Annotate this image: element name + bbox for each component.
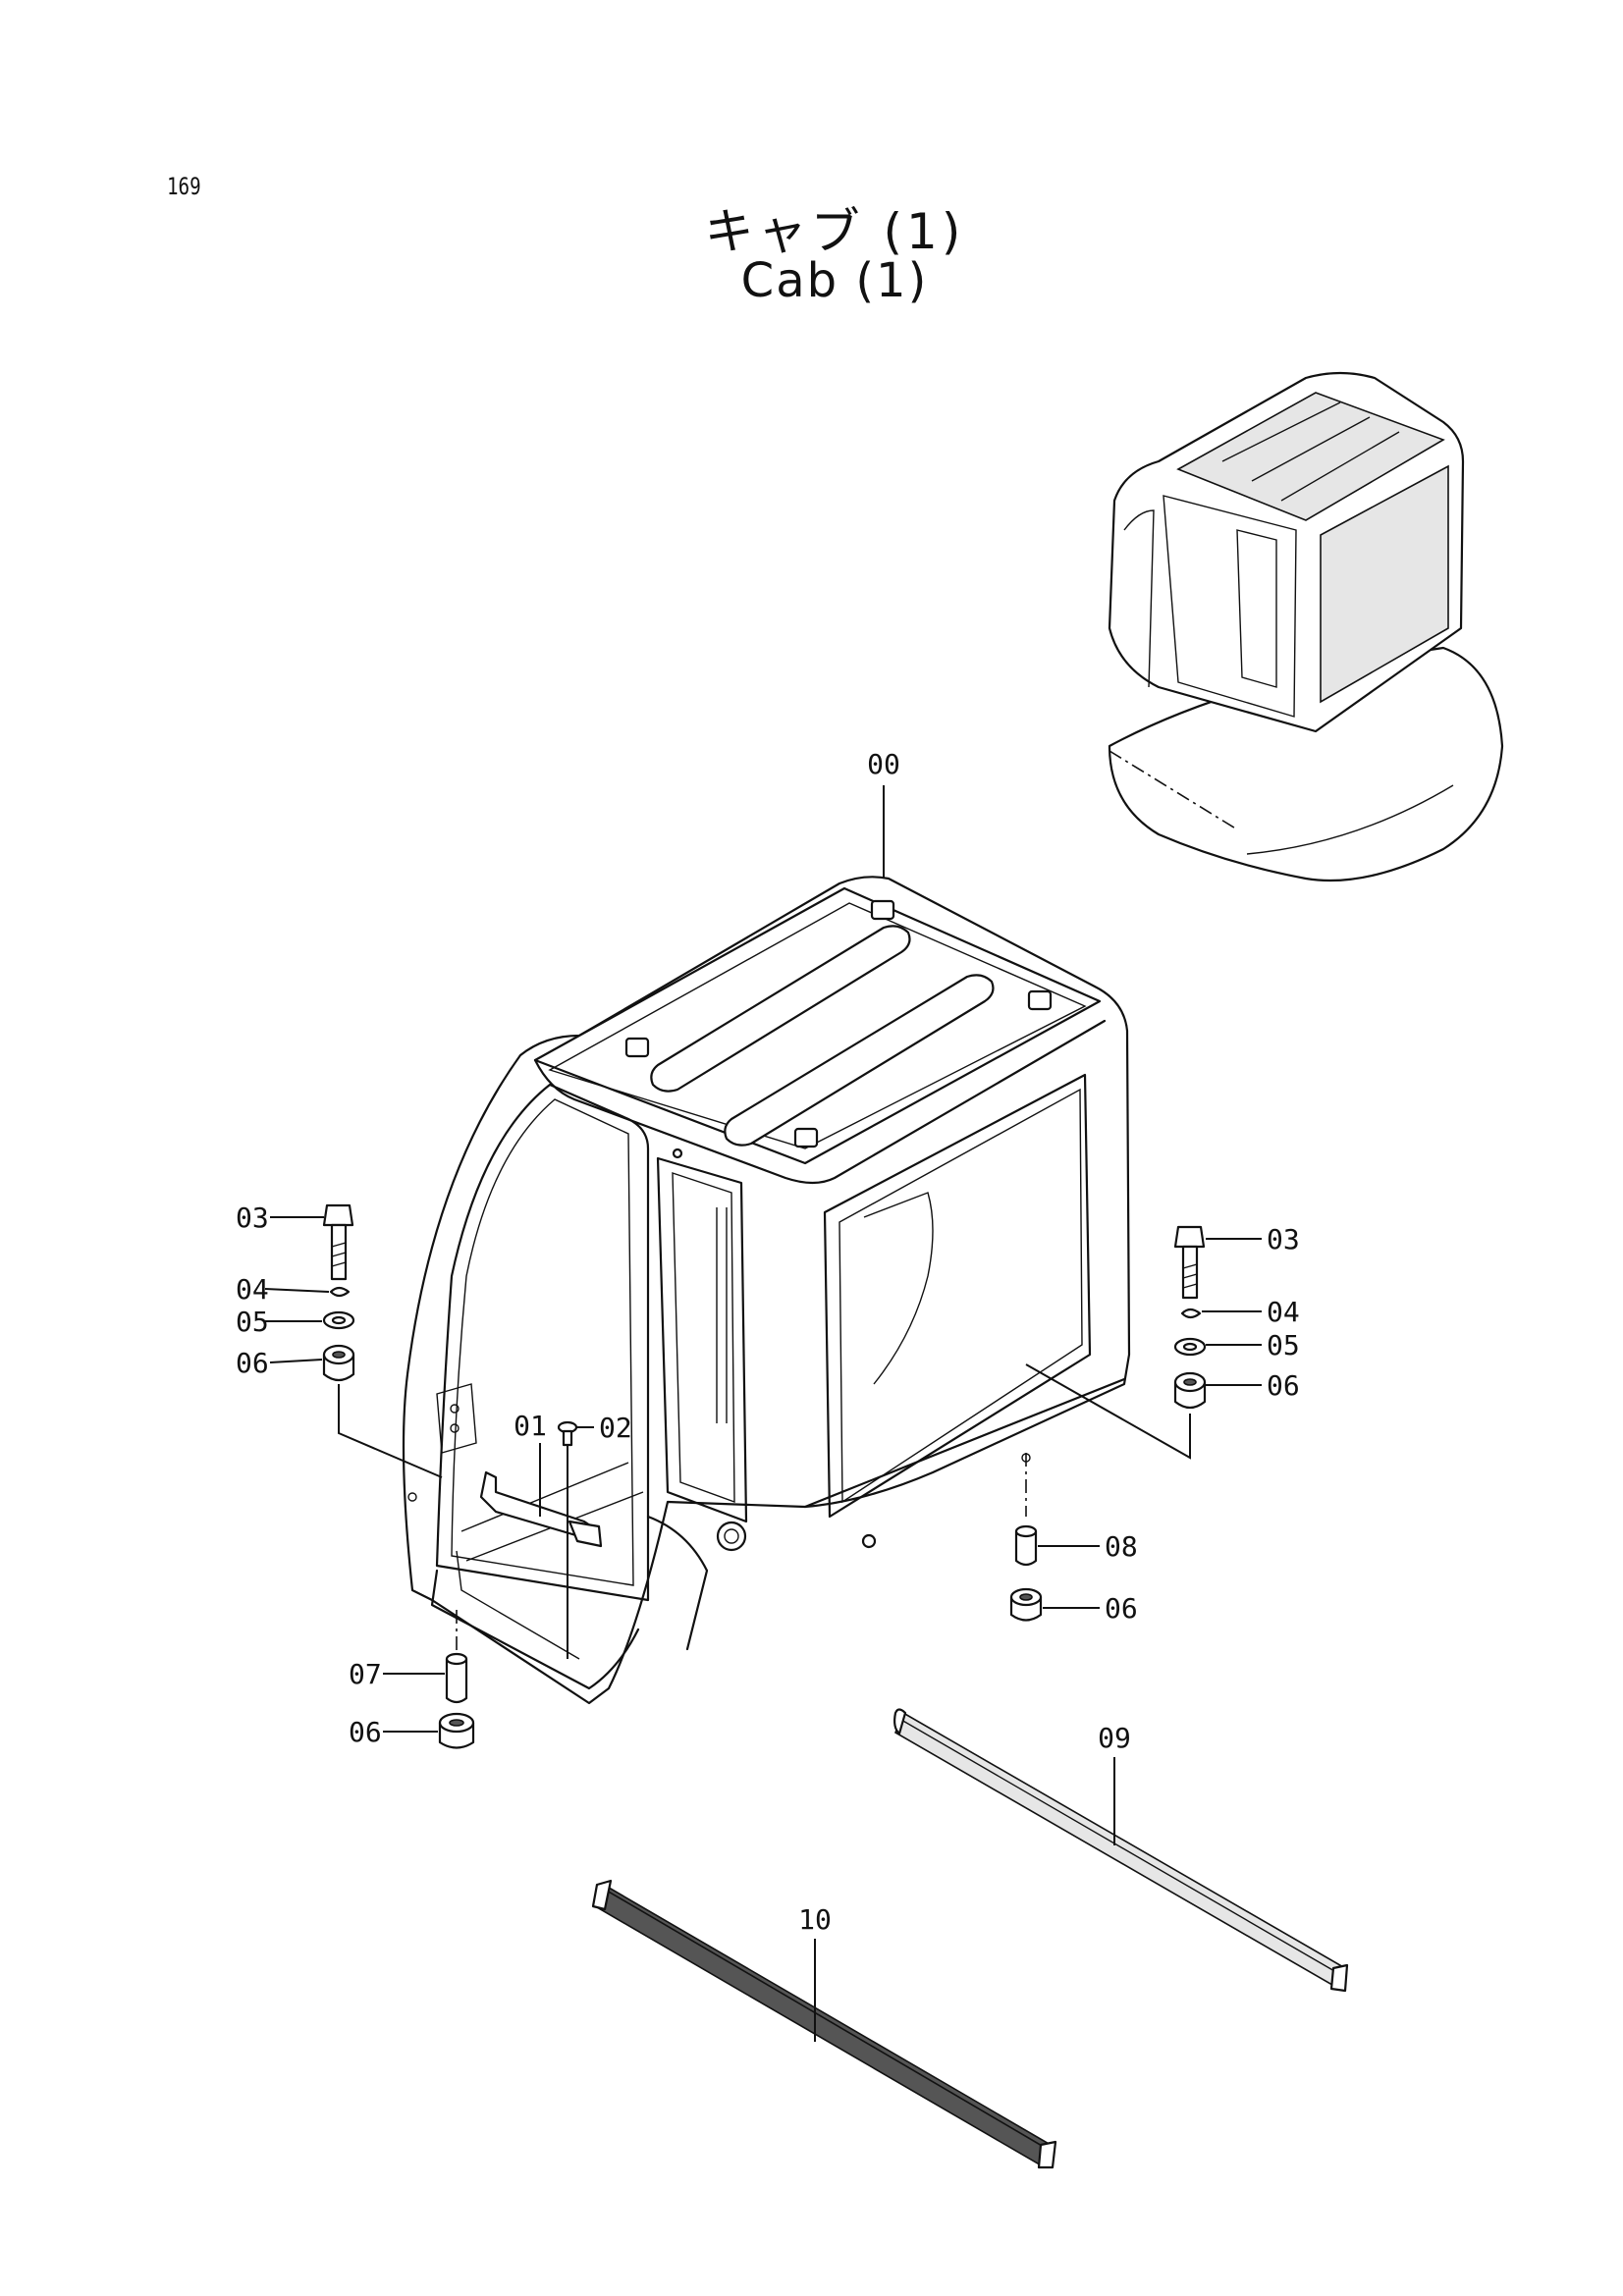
callout-06-center: 06 [1105,1592,1138,1625]
leader-lines [264,785,1262,2042]
callout-06-bottom: 06 [349,1716,382,1748]
callout-labels: 00 01 02 03 04 05 06 03 04 05 06 07 06 0… [236,748,1300,1936]
callout-03-right: 03 [1267,1223,1300,1255]
left-fastener-stack [322,1203,443,1478]
callout-09: 09 [1098,1722,1131,1754]
callout-05-left: 05 [236,1306,269,1338]
callout-10: 10 [798,1903,832,1936]
callout-06-left: 06 [236,1347,269,1379]
callout-00: 00 [867,748,900,780]
cab-assembly [402,876,1131,1705]
callout-02: 02 [599,1412,632,1444]
callout-03-left: 03 [236,1201,269,1234]
callout-07: 07 [349,1658,382,1690]
title-japanese: キャブ (1) [704,203,965,260]
callout-04-right: 04 [1267,1296,1300,1328]
callout-04-left: 04 [236,1273,269,1306]
callout-01: 01 [514,1410,547,1442]
cushion-part-06-bottom [438,1712,475,1749]
page-number: 169 [167,173,201,200]
title-english: Cab (1) [740,253,929,308]
callout-05-right: 05 [1267,1329,1300,1362]
seal-strip-part-10 [591,1879,1057,2169]
seal-strip-part-09 [893,1708,1349,1993]
bracket-part-01 [479,1470,603,1548]
inset-cab-on-machine [1108,371,1504,882]
spacer-part-07 [445,1610,468,1704]
callout-08: 08 [1105,1530,1138,1563]
callout-06-right: 06 [1267,1369,1300,1402]
spacer-part-08 [1014,1453,1038,1567]
right-fastener-stack [1025,1225,1207,1460]
cushion-part-06-center [1009,1587,1043,1622]
